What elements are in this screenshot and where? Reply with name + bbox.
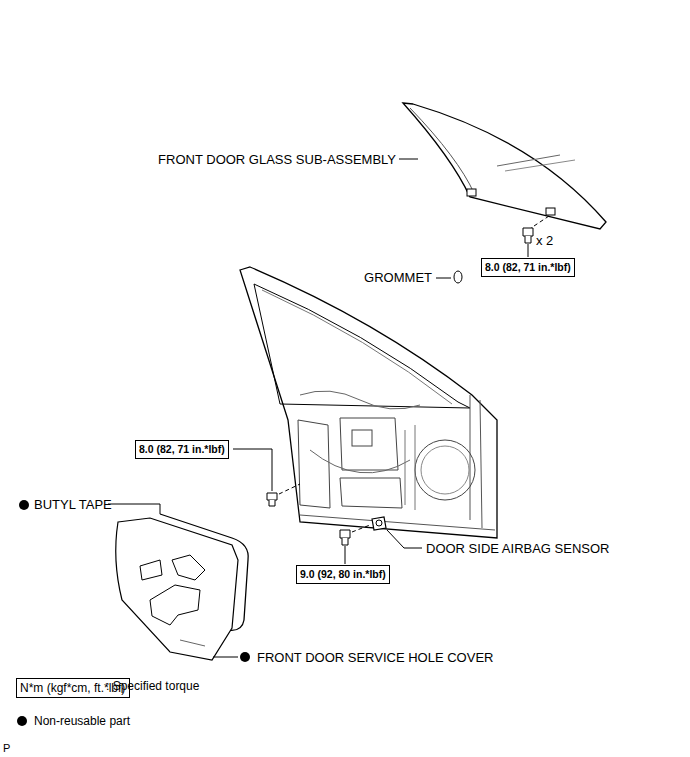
sensor-bolt (340, 525, 370, 564)
legend-text: Non-reusable part (34, 714, 130, 728)
quantity-label: x 2 (536, 233, 553, 248)
non-reusable-dot (19, 500, 29, 510)
legend-text: : Specified torque (106, 679, 199, 693)
legend-entry: : Specified torque (106, 679, 199, 694)
leader-line (399, 159, 418, 160)
legend-entry: Non-reusable part (34, 714, 130, 729)
leader-line (108, 504, 160, 514)
leader-line (436, 278, 451, 279)
door-panel (240, 267, 497, 538)
part-name: BUTYL TAPE (34, 497, 112, 512)
legend-dot-symbol (17, 716, 27, 726)
page-mark: P (3, 742, 10, 755)
airbag-sensor (372, 517, 422, 548)
torque-value: 9.0 (92, 80 in.*lbf) (300, 568, 386, 581)
torque-value: 8.0 (82, 71 in.*lbf) (139, 443, 225, 456)
torque-value: 8.0 (82, 71 in.*lbf) (485, 261, 571, 274)
door-bolt (233, 449, 300, 506)
part-name: DOOR SIDE AIRBAG SENSOR (426, 541, 610, 556)
part-name: FRONT DOOR SERVICE HOLE COVER (257, 650, 493, 665)
door-glass (403, 103, 606, 229)
grommet (454, 271, 462, 283)
part-name: GROMMET (364, 270, 432, 285)
torque-box: 9.0 (92, 80 in.*lbf) (296, 565, 390, 584)
torque-box: 8.0 (82, 71 in.*lbf) (481, 258, 575, 277)
non-reusable-dot (240, 652, 250, 662)
service-hole-cover (116, 518, 238, 660)
torque-box: 8.0 (82, 71 in.*lbf) (135, 440, 229, 459)
part-name: FRONT DOOR GLASS SUB-ASSEMBLY (158, 152, 396, 167)
leader-line (213, 657, 238, 658)
